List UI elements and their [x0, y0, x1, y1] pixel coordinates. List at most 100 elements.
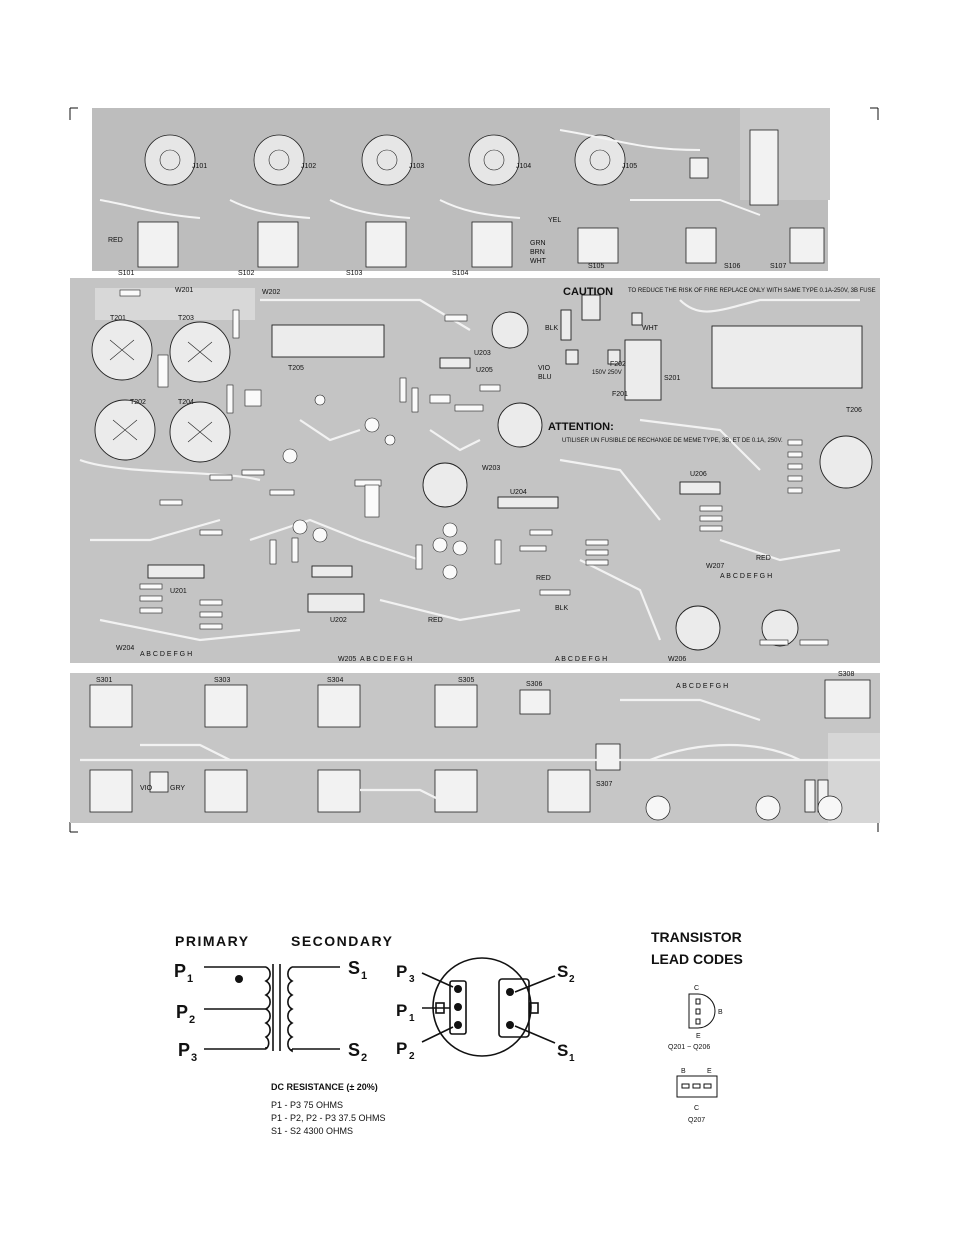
switch-s105 — [577, 227, 619, 264]
ic-u202 — [311, 565, 353, 578]
label-p1: P — [174, 961, 186, 981]
label-t204: T204 — [178, 399, 194, 406]
label-j102: J102 — [301, 163, 316, 170]
top-section: J101 J102 J103 J104 J105 S101 S102 S103 … — [92, 108, 830, 277]
label-s201: S201 — [664, 375, 680, 382]
switch-s308 — [824, 679, 871, 719]
crop-marks — [69, 107, 879, 833]
label-w204: W204 — [116, 645, 134, 652]
to92-lead-c: C — [694, 985, 699, 992]
label-u204: U204 — [510, 489, 527, 496]
label-t205: T205 — [288, 365, 304, 372]
pcb-board-diagram: J101 J102 J103 J104 J105 S101 S102 S103 … — [69, 107, 880, 833]
dc-resistance-line-1: P1 - P3 75 OHMS — [271, 1100, 344, 1110]
pinout-label-p2: P — [396, 1039, 407, 1058]
label-w207: W207 — [706, 563, 724, 570]
pinout-label-p2-sub: 2 — [409, 1051, 415, 1062]
ic-u204 — [497, 496, 559, 509]
transistor-lead-codes: C B E Q201 ~ Q206 B E C Q207 — [668, 985, 723, 1124]
capacitor-c233 — [819, 435, 873, 489]
switch-s103 — [365, 221, 407, 268]
pinout-pins — [454, 985, 514, 1029]
transformer-pinout — [421, 957, 556, 1057]
label-u203: U203 — [474, 350, 491, 357]
label-j101: J101 — [192, 163, 207, 170]
label-t206: T206 — [846, 407, 862, 414]
transistor-heading-line-1: TRANSISTOR — [651, 929, 742, 945]
label-u201: U201 — [170, 588, 187, 595]
bottom-section: S301 S303 S304 S305 S306 S307 S308 VIO G… — [70, 671, 880, 823]
capacitor-c115 — [749, 129, 779, 206]
label-t202: T202 — [130, 399, 146, 406]
jack-j101 — [144, 134, 196, 186]
switch-s106 — [685, 227, 717, 264]
label-s103: S103 — [346, 270, 362, 277]
jack-j103 — [361, 134, 413, 186]
row-letters-w205: A B C D E F G H — [360, 656, 412, 663]
label-u202: U202 — [330, 617, 347, 624]
jack-j102 — [253, 134, 305, 186]
label-p3: P — [178, 1040, 190, 1060]
pinout-label-s1-sub: 1 — [569, 1053, 575, 1064]
dc-resistance-title: DC RESISTANCE (± 20%) — [271, 1082, 378, 1092]
pinout-label-p3-sub: 3 — [409, 974, 415, 985]
label-s102: S102 — [238, 270, 254, 277]
switch-s301 — [89, 684, 133, 728]
ic-u201 — [147, 564, 205, 579]
wire-label-blk-2: BLK — [555, 605, 569, 612]
label-j104: J104 — [516, 163, 531, 170]
middle-section: T201 T203 T202 T204 T205 T206 U201 U202 … — [70, 278, 880, 663]
wire-label-red-3: RED — [428, 617, 443, 624]
attention-label: ATTENTION: — [548, 421, 614, 433]
jack-j104 — [468, 134, 520, 186]
row-letters-w207: A B C D E F G H — [720, 573, 772, 580]
wire-label-blk: BLK — [545, 325, 559, 332]
row-letters-w307: A B C D E F G H — [676, 683, 728, 690]
wire-label-brn: BRN — [530, 249, 545, 256]
fuse-block-s201 — [624, 339, 662, 401]
wire-label-wht: WHT — [530, 258, 547, 265]
label-p2: P — [176, 1002, 188, 1022]
row-letters-w204: A B C D E F G H — [140, 651, 192, 658]
switch-s101 — [137, 221, 179, 268]
label-p2-sub: 2 — [189, 1014, 195, 1026]
label-w201: W201 — [175, 287, 193, 294]
label-s1-sub: 1 — [361, 970, 367, 982]
switch-s102 — [257, 221, 299, 268]
transistor-heading: TRANSISTOR LEAD CODES — [651, 926, 743, 970]
label-s304: S304 — [327, 677, 343, 684]
to92-package — [688, 993, 716, 1029]
label-s301: S301 — [96, 677, 112, 684]
q207-lead-b: B — [681, 1068, 686, 1075]
to92-lead-e: E — [696, 1033, 701, 1040]
label-s105: S105 — [588, 263, 604, 270]
capacitor-c218 — [497, 402, 543, 448]
label-s106: S106 — [724, 263, 740, 270]
primary-heading: PRIMARY — [175, 933, 250, 949]
pinout-label-s2: S — [557, 962, 568, 981]
label-j105: J105 — [622, 163, 637, 170]
caution-note: TO REDUCE THE RISK OF FIRE REPLACE ONLY … — [628, 288, 876, 294]
label-s305: S305 — [458, 677, 474, 684]
label-t201: T201 — [110, 315, 126, 322]
q207-part-label: Q207 — [688, 1117, 705, 1124]
label-s303: S303 — [214, 677, 230, 684]
wire-label-wht-2: WHT — [642, 325, 659, 332]
label-w205: W205 — [338, 656, 356, 663]
label-u206: U206 — [690, 471, 707, 478]
label-w206: W206 — [668, 656, 686, 663]
heatsink-t206 — [711, 325, 863, 389]
wire-label-red-4: RED — [756, 555, 771, 562]
to92-lead-b: B — [718, 1009, 723, 1016]
wire-label-yel: YEL — [548, 217, 561, 224]
transistor-heading-line-2: LEAD CODES — [651, 951, 743, 967]
secondary-heading: SECONDARY — [291, 933, 394, 949]
wire-label-vio-2: VIO — [140, 785, 153, 792]
q207-package — [676, 1075, 718, 1098]
label-p1-sub: 1 — [187, 973, 193, 985]
label-f201: F201 — [612, 391, 628, 398]
pinout-label-p3: P — [396, 962, 407, 981]
pinout-label-s2-sub: 2 — [569, 974, 575, 985]
label-s2-sub: 2 — [361, 1052, 367, 1064]
switch-s304 — [317, 684, 361, 728]
